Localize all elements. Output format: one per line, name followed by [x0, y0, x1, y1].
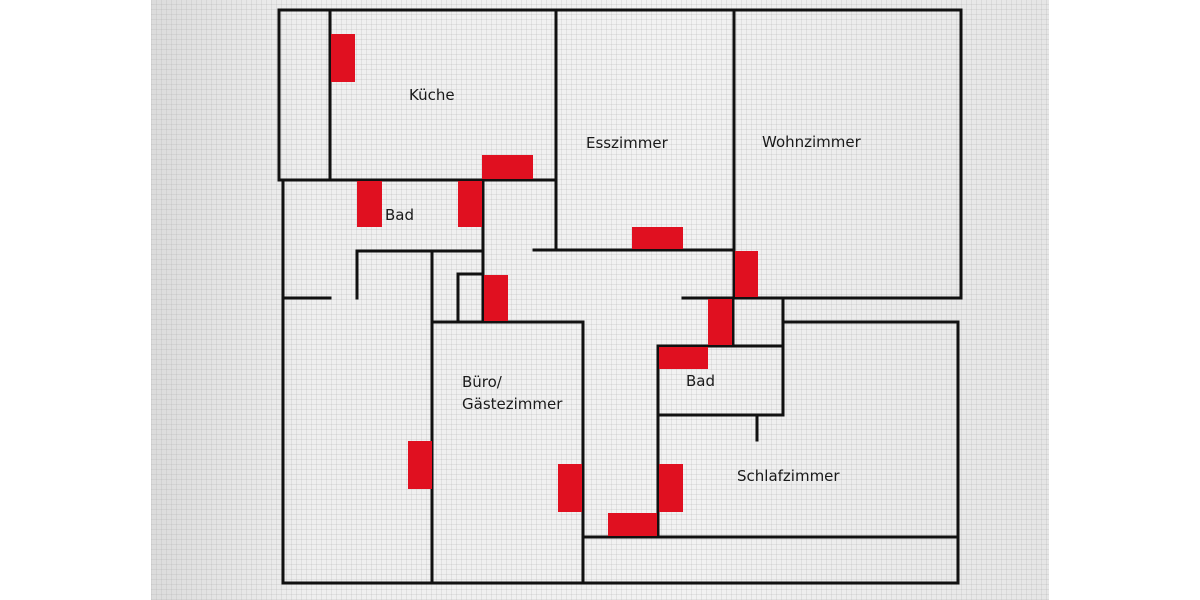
radiator [659, 347, 708, 369]
radiator [484, 275, 508, 321]
radiator [458, 181, 482, 227]
radiator [659, 464, 683, 512]
radiator [558, 464, 582, 512]
radiator [632, 227, 683, 249]
radiator [608, 513, 657, 536]
room-label-buero: Büro/ Gästezimmer [462, 371, 562, 415]
room-label-bad-upper: Bad [385, 206, 415, 224]
floor-plan-photo [151, 0, 1049, 600]
radiator [735, 251, 758, 297]
radiator [482, 155, 533, 179]
radiator [331, 34, 355, 82]
radiator [357, 181, 382, 227]
radiator [708, 299, 732, 345]
room-label-bad-lower: Bad [686, 372, 716, 390]
radiators [331, 34, 758, 536]
room-label-buero-line2: Gästezimmer [462, 395, 563, 413]
room-label-kueche: Küche [409, 86, 455, 104]
radiator [408, 441, 432, 489]
room-label-esszimmer: Esszimmer [586, 134, 668, 152]
room-label-buero-line1: Büro/ [462, 373, 502, 391]
room-label-schlafzimmer: Schlafzimmer [737, 467, 840, 485]
walls [277, 8, 963, 585]
room-label-wohnzimmer: Wohnzimmer [762, 133, 861, 151]
